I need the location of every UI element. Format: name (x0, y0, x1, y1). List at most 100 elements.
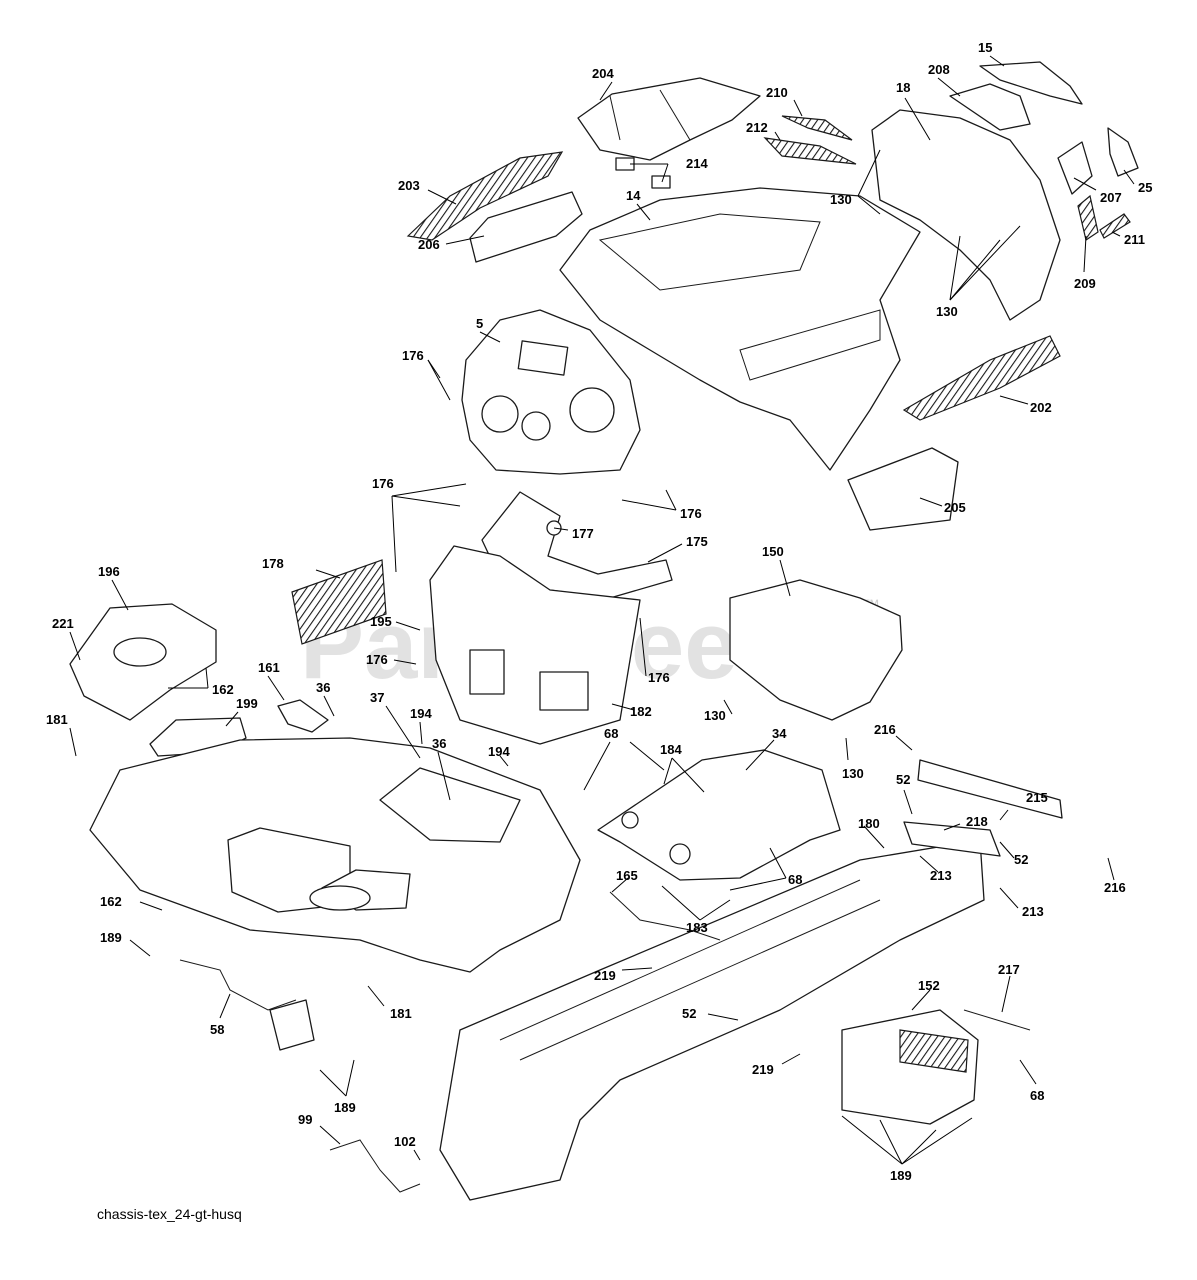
callout-189: 189 (890, 1168, 912, 1183)
part-180-frame (439, 839, 985, 1201)
callout-102: 102 (394, 1134, 416, 1149)
part-150-heat-shield (729, 579, 903, 721)
callout-206: 206 (418, 237, 440, 252)
callout-37: 37 (370, 690, 384, 705)
callouts: 15 204 208 210 18 212 214 203 14 130 207… (46, 40, 1152, 1183)
part-212-grille (763, 137, 857, 165)
part-202-grille (902, 335, 1061, 421)
part-161-bracket (277, 699, 329, 733)
part-203-grille (406, 151, 564, 241)
part-207-lens (1057, 141, 1093, 195)
part-drawings (69, 61, 1139, 1201)
callout-18: 18 (896, 80, 910, 95)
callout-36: 36 (432, 736, 446, 751)
callout-189: 189 (100, 930, 122, 945)
part-165-wire (609, 891, 721, 941)
callout-15: 15 (978, 40, 992, 55)
callout-213: 213 (1022, 904, 1044, 919)
part-15-trim (979, 61, 1083, 105)
callout-176: 176 (372, 476, 394, 491)
part-18-side-panel (871, 109, 1061, 321)
callout-34: 34 (772, 726, 787, 741)
callout-177: 177 (572, 526, 594, 541)
callout-204: 204 (592, 66, 614, 81)
callout-184: 184 (660, 742, 682, 757)
part-214-clip (651, 175, 671, 189)
callout-195: 195 (370, 614, 392, 629)
callout-210: 210 (766, 85, 788, 100)
callout-175: 175 (686, 534, 708, 549)
part-25-lens (1107, 127, 1139, 177)
part-14-hood (559, 187, 921, 471)
callout-180: 180 (858, 816, 880, 831)
callout-214: 214 (686, 156, 708, 171)
callout-52: 52 (1014, 852, 1028, 867)
callout-183: 183 (686, 920, 708, 935)
callout-219: 219 (752, 1062, 774, 1077)
part-34-engine-plate (597, 749, 841, 881)
callout-215: 215 (1026, 790, 1048, 805)
part-209-grille (1077, 194, 1099, 241)
callout-221: 221 (52, 616, 74, 631)
part-217-rod (963, 1009, 1031, 1031)
callout-68: 68 (604, 726, 618, 741)
callout-130: 130 (830, 192, 852, 207)
part-58-rod (179, 959, 297, 1011)
callout-130: 130 (704, 708, 726, 723)
part-218-bracket (903, 821, 1001, 857)
callout-182: 182 (630, 704, 652, 719)
callout-5: 5 (476, 316, 483, 331)
callout-165: 165 (616, 868, 638, 883)
callout-178: 178 (262, 556, 284, 571)
callout-176: 176 (648, 670, 670, 685)
callout-130: 130 (936, 304, 958, 319)
callout-219: 219 (594, 968, 616, 983)
callout-130: 130 (842, 766, 864, 781)
part-178-grille (291, 559, 387, 645)
part-204-top-panel (577, 77, 761, 161)
callout-196: 196 (98, 564, 120, 579)
callout-218: 218 (966, 814, 988, 829)
part-205-panel (847, 447, 959, 531)
callout-194: 194 (410, 706, 432, 721)
callout-52: 52 (896, 772, 910, 787)
part-211-grille (1099, 213, 1131, 239)
callout-14: 14 (626, 188, 641, 203)
callout-162: 162 (100, 894, 122, 909)
diagram-caption: chassis-tex_24-gt-husq (97, 1206, 242, 1222)
callout-68: 68 (788, 872, 802, 887)
callout-203: 203 (398, 178, 420, 193)
callout-181: 181 (390, 1006, 412, 1021)
callout-212: 212 (746, 120, 768, 135)
callout-216: 216 (874, 722, 896, 737)
callout-189: 189 (334, 1100, 356, 1115)
callout-208: 208 (928, 62, 950, 77)
callout-25: 25 (1138, 180, 1152, 195)
callout-176: 176 (680, 506, 702, 521)
callout-207: 207 (1100, 190, 1122, 205)
callout-36: 36 (316, 680, 330, 695)
callout-162: 162 (212, 682, 234, 697)
callout-211: 211 (1124, 232, 1145, 247)
callout-217: 217 (998, 962, 1020, 977)
callout-176: 176 (402, 348, 424, 363)
part-5-dash-panel (461, 309, 641, 475)
callout-58: 58 (210, 1022, 224, 1037)
callout-152: 152 (918, 978, 940, 993)
callout-52: 52 (682, 1006, 696, 1021)
callout-199: 199 (236, 696, 258, 711)
callout-99: 99 (298, 1112, 312, 1127)
part-208-panel (949, 83, 1031, 131)
callout-205: 205 (944, 500, 966, 515)
leader-lines (69, 55, 1135, 1165)
callout-150: 150 (762, 544, 784, 559)
part-206-bracket (469, 191, 583, 263)
callout-216: 216 (1104, 880, 1126, 895)
part-99-rod (329, 1139, 421, 1193)
part-210-grille (781, 115, 853, 141)
callout-181: 181 (46, 712, 68, 727)
callout-68: 68 (1030, 1088, 1044, 1103)
part-215-rail (917, 759, 1063, 819)
callout-194: 194 (488, 744, 510, 759)
